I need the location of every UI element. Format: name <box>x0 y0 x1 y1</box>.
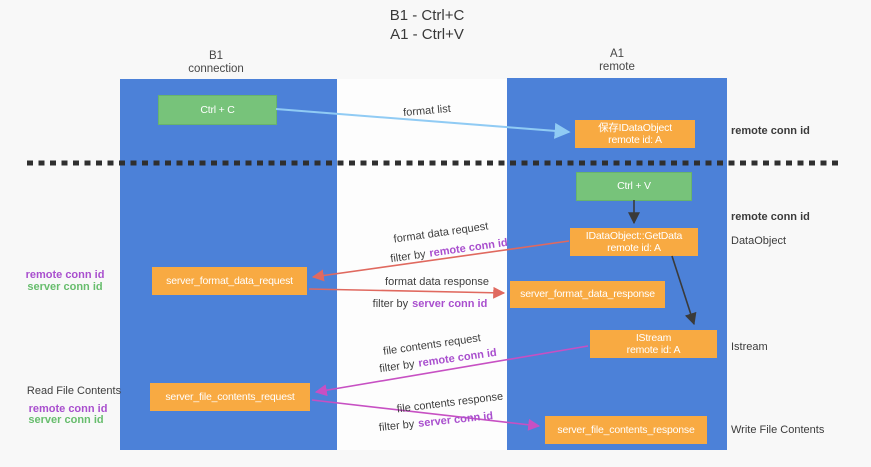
node-istream-line1: IStream <box>635 331 672 344</box>
left-label-server-conn-id-1: server conn id <box>27 281 103 293</box>
node-file-request-label: server_file_contents_request <box>165 390 295 403</box>
lane-header-a1: A1 remote <box>599 48 635 74</box>
node-istream[interactable]: IStream remote id: A <box>590 330 717 358</box>
lane-a1-name: A1 <box>609 48 625 60</box>
right-label-dataobject: DataObject <box>731 235 787 247</box>
node-ctrl-v-label: Ctrl + V <box>617 180 651 193</box>
diagram-title: B1 - Ctrl+C A1 - Ctrl+V <box>390 6 465 44</box>
lane-b1-subtitle: connection <box>188 63 244 75</box>
filter-by-text: filter by <box>372 298 409 310</box>
node-istream-line2: remote id: A <box>626 344 681 356</box>
server-conn-id-text: server conn id <box>412 298 488 310</box>
lane-a1-subtitle: remote <box>599 61 635 73</box>
right-label-istream: Istream <box>731 341 768 353</box>
node-server-file-contents-request[interactable]: server_file_contents_request <box>150 383 310 411</box>
node-format-request-label: server_format_data_request <box>166 274 293 287</box>
node-getdata-line2: remote id: A <box>607 242 661 254</box>
lane-b1-name: B1 <box>208 50 224 62</box>
right-label-write-file-contents: Write File Contents <box>731 424 825 436</box>
lane-header-b1: B1 connection <box>188 50 244 76</box>
title-line-a1: A1 - Ctrl+V <box>390 26 464 43</box>
right-label-remote-conn-id-2: remote conn id <box>731 211 810 223</box>
node-ctrl-v[interactable]: Ctrl + V <box>576 172 692 201</box>
left-label-remote-conn-id-2: remote conn id <box>28 403 108 415</box>
node-server-format-data-response[interactable]: server_format_data_response <box>510 281 665 308</box>
node-file-response-label: server_file_contents_response <box>557 423 695 436</box>
node-idataobject-getdata[interactable]: IDataObject::GetData remote id: A <box>570 228 698 256</box>
title-line-b1: B1 - Ctrl+C <box>389 7 465 24</box>
node-format-response-label: server_format_data_response <box>520 288 655 301</box>
left-label-server-conn-id-2: server conn id <box>28 414 104 426</box>
node-server-format-data-request[interactable]: server_format_data_request <box>152 267 307 295</box>
node-save-idataobject[interactable]: 保存IDataObject remote id: A <box>575 120 695 148</box>
edge-label-format-data-response: format data response <box>385 276 489 288</box>
node-save-idataobject-line1: 保存IDataObject <box>598 121 672 134</box>
node-ctrl-c[interactable]: Ctrl + C <box>158 95 277 125</box>
node-getdata-line1: IDataObject::GetData <box>585 229 683 242</box>
node-ctrl-c-label: Ctrl + C <box>200 103 235 116</box>
left-label-remote-conn-id-1: remote conn id <box>25 269 105 281</box>
node-server-file-contents-response[interactable]: server_file_contents_response <box>545 416 707 444</box>
left-label-read-file-contents: Read File Contents <box>26 385 122 397</box>
node-save-idataobject-line2: remote id: A <box>608 134 662 146</box>
right-label-remote-conn-id-1: remote conn id <box>731 125 810 137</box>
